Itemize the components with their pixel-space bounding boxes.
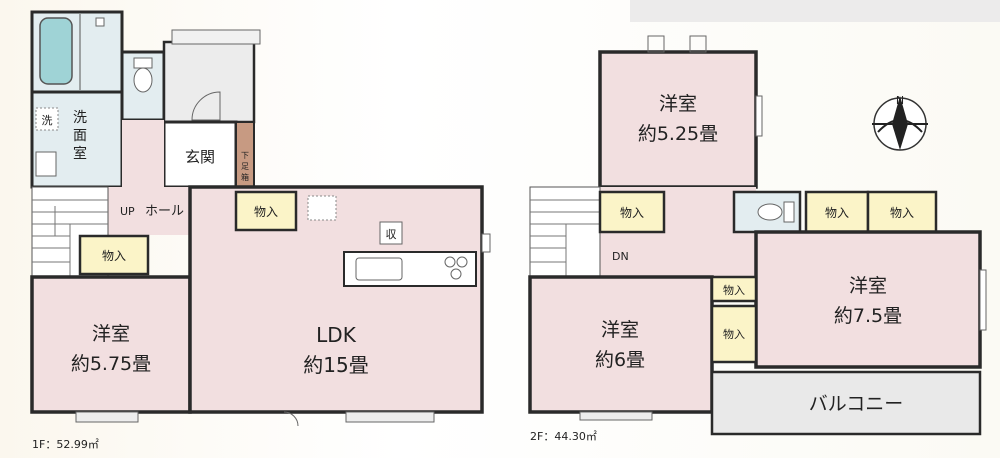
room-c-name: 洋室 (849, 275, 887, 297)
compass-north-label: N (896, 94, 904, 107)
porch (162, 40, 256, 124)
sink-icon (35, 151, 57, 177)
storage-box (379, 221, 403, 245)
up-label: UP (120, 205, 135, 218)
bedroom-1f (30, 275, 192, 414)
washroom-label-1: 洗 (73, 110, 87, 126)
room-a-name: 洋室 (659, 93, 697, 115)
washroom-label-2: 面 (73, 128, 87, 144)
floor2-area-label: 2F：44.30㎡ (530, 430, 597, 443)
closet-2f-5 (710, 304, 758, 364)
storage-label: 収 (386, 228, 397, 241)
stair-steps-2f (530, 199, 600, 277)
closet-2f-4 (710, 275, 758, 303)
washroom-label-3: 室 (73, 145, 87, 162)
closet-2f-1-label: 物入 (620, 206, 644, 220)
room-b-size: 約6畳 (595, 349, 645, 371)
closet-2f-3 (866, 190, 938, 234)
shoe-label-2: 足 (241, 162, 249, 171)
top-decoration (630, 0, 1000, 22)
bedroom-1f-window (75, 411, 139, 423)
porch-door-swing (191, 91, 221, 121)
toilet-2f-icon (757, 203, 783, 221)
balcony (710, 370, 982, 436)
wash-mark: 洗 (42, 114, 53, 127)
bathtub-icon (39, 17, 73, 85)
closet-ldk-label: 物入 (254, 205, 278, 219)
washing-machine-icon (35, 107, 59, 131)
closet-2f-2-label: 物入 (825, 206, 849, 220)
ldk-size: 約15畳 (303, 353, 368, 377)
stove-burner-icon (444, 256, 456, 268)
room-b-name: 洋室 (601, 319, 639, 341)
bedroom-1f-size: 約5.75畳 (71, 353, 151, 375)
hall-label: ホール (145, 204, 184, 219)
room-c (754, 230, 982, 369)
room-b (528, 275, 714, 414)
kitchen-sink-icon (355, 257, 403, 281)
floor-1: 洗 洗 面 室 玄関 下 足 箱 U (30, 10, 491, 451)
floor1-area-label: 1F：52.99㎡ (32, 438, 99, 451)
ventilation-icon (307, 195, 337, 221)
closet-hall (78, 234, 150, 276)
room-a (598, 50, 758, 189)
room-a-size: 約5.25畳 (638, 123, 718, 145)
shoe-label-1: 下 (241, 151, 249, 160)
ldk (188, 185, 484, 414)
closet-hall-label: 物入 (102, 249, 126, 263)
closet-2f-1 (598, 190, 666, 234)
ldk-window (345, 411, 435, 423)
closet-2f-3-label: 物入 (890, 206, 914, 220)
dn-label: DN (612, 250, 629, 263)
entrance-label: 玄関 (185, 148, 215, 166)
ldk-name: LDK (316, 323, 357, 347)
balcony-label: バルコニー (809, 393, 904, 415)
closet-2f-4-label: 物入 (723, 283, 745, 297)
bedroom-1f-name: 洋室 (92, 323, 130, 345)
room-c-size: 約7.5畳 (834, 305, 902, 327)
closet-2f-5-label: 物入 (723, 327, 745, 341)
closet-ldk (234, 190, 298, 232)
floor-2: 洋室 約5.25畳 DN 物入 物入 物入 洋室 (528, 35, 987, 443)
shoe-label-3: 箱 (241, 172, 249, 182)
compass-icon: N (872, 94, 928, 151)
toilet-icon (133, 67, 153, 93)
stair-steps (32, 199, 108, 277)
